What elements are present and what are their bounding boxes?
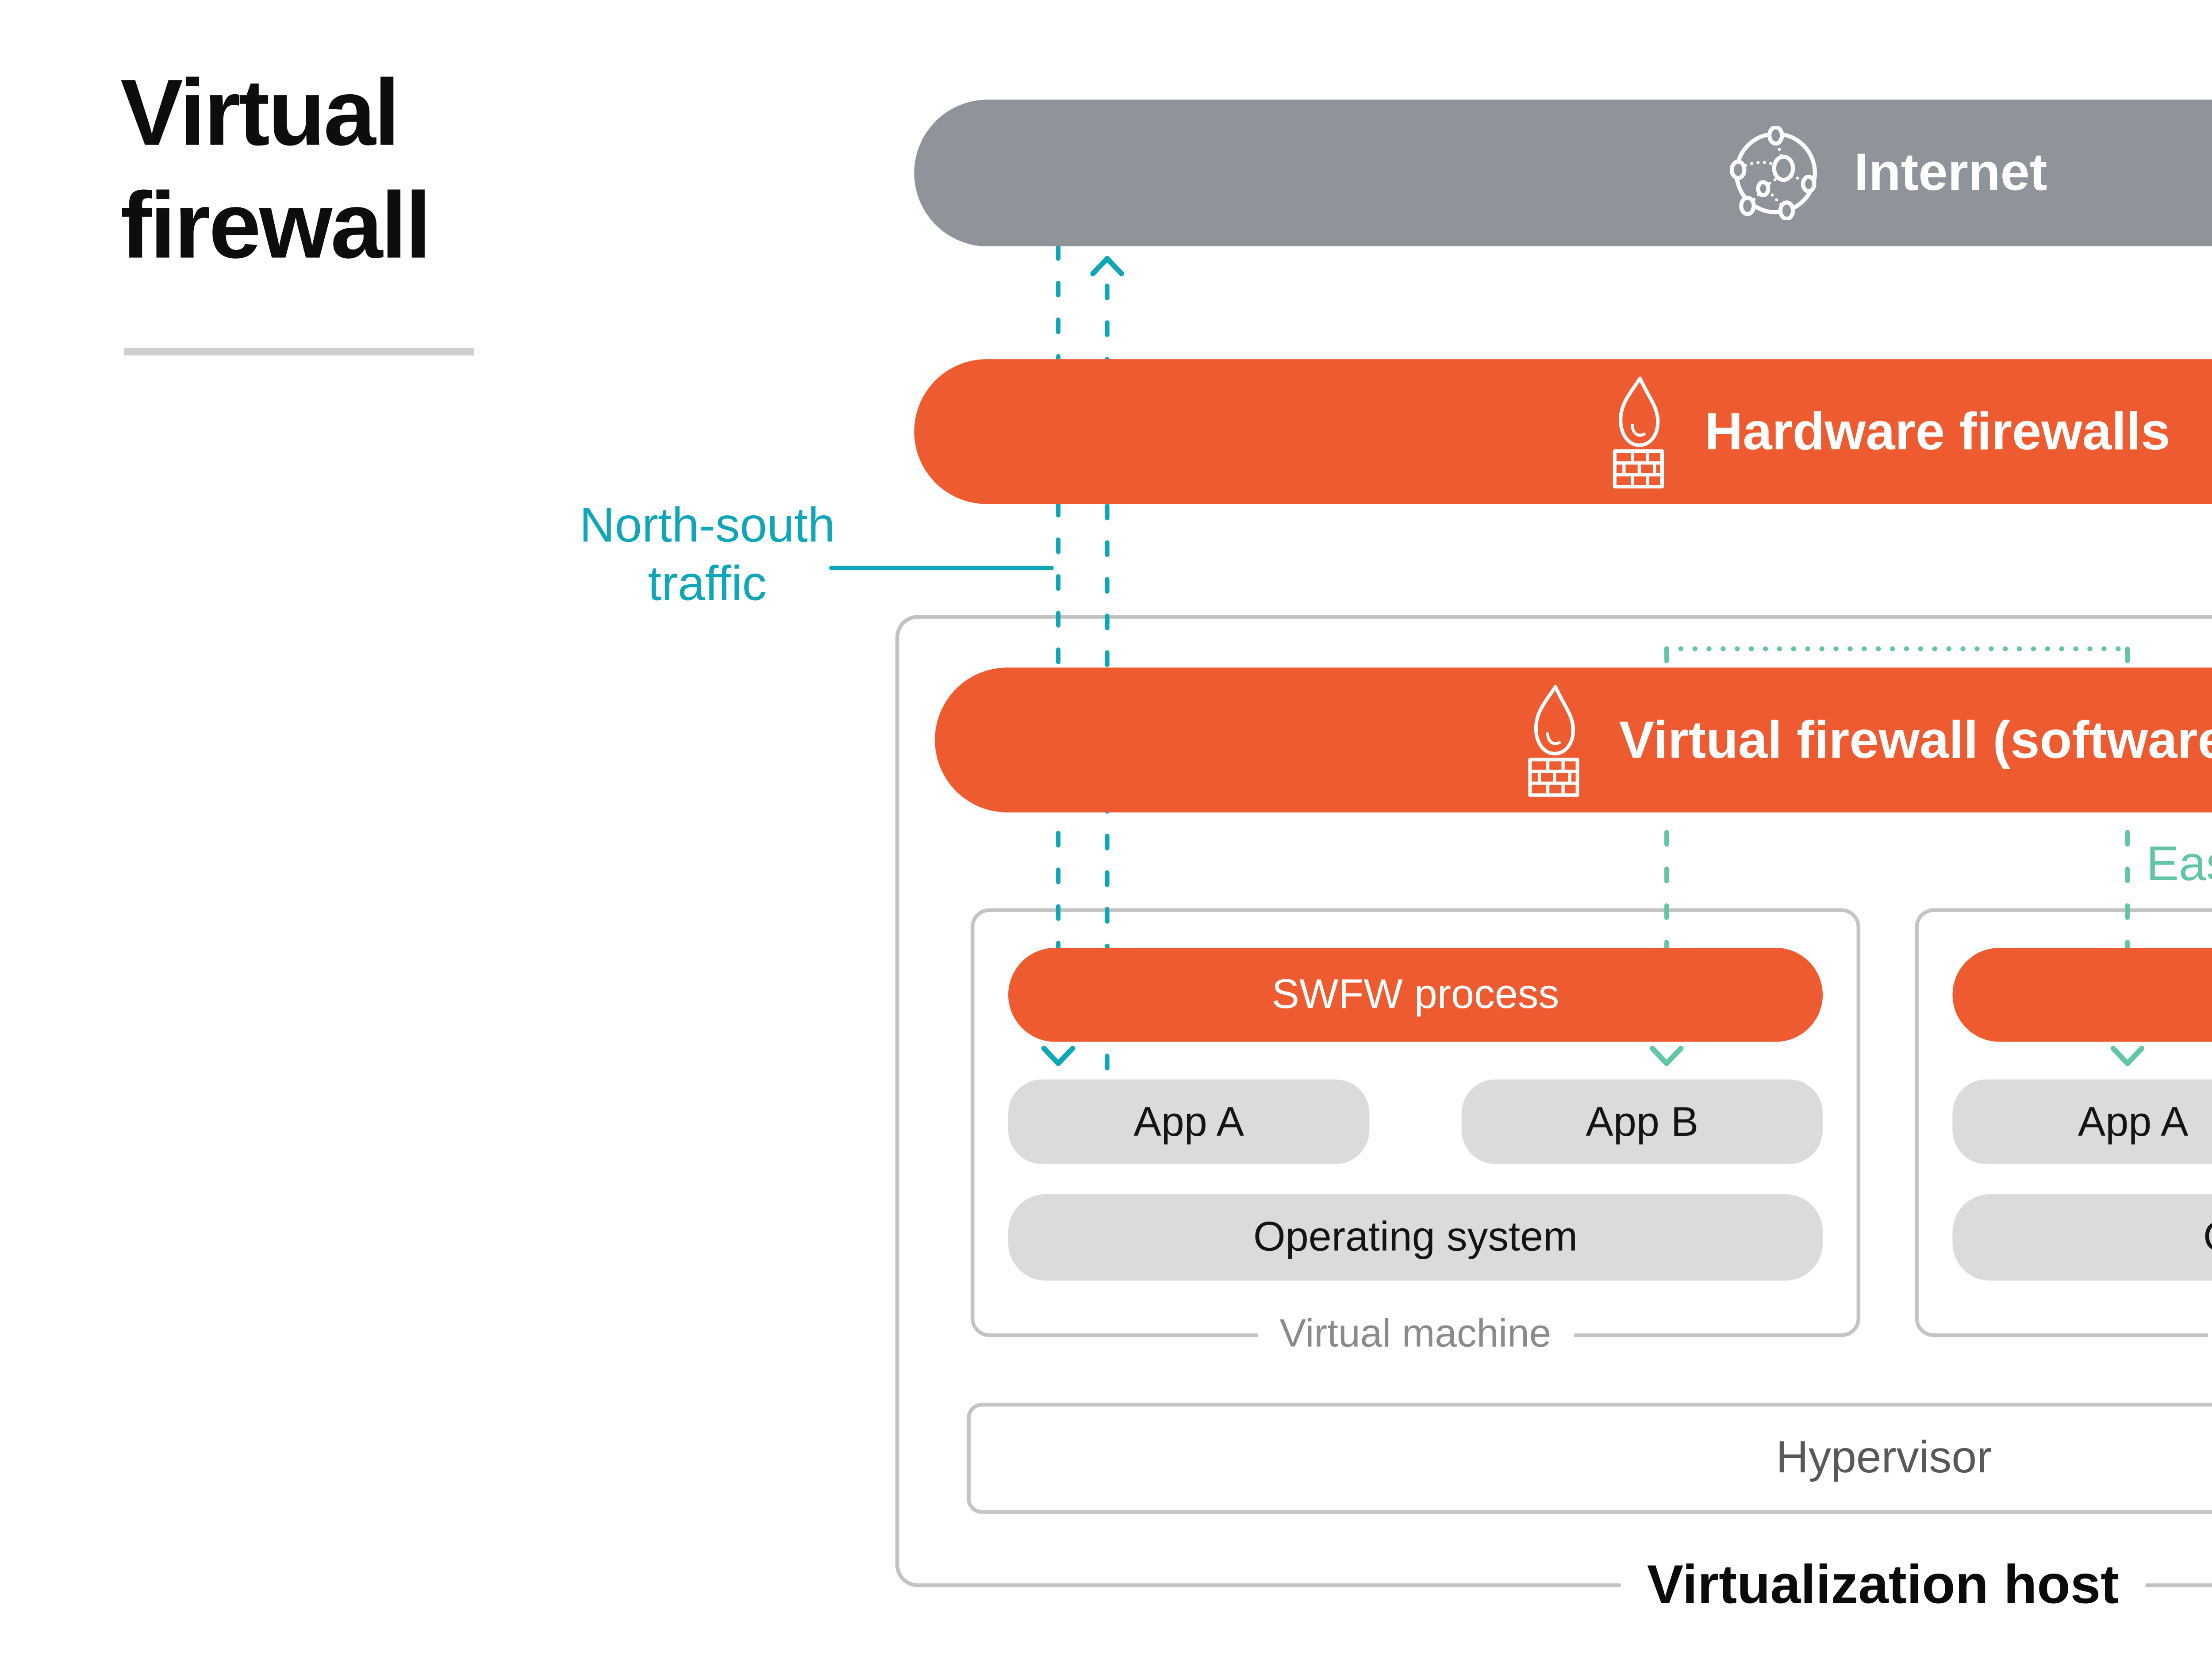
virtual-firewall-software-bar: Virtual firewall (software) xyxy=(935,667,2212,812)
internet-label: Internet xyxy=(1854,143,2047,201)
title-divider xyxy=(124,348,474,356)
page-title-line2: firewall xyxy=(120,173,431,279)
operating-system-label: Operating system xyxy=(2203,1213,2212,1262)
app-b-label: App B xyxy=(1586,1097,1699,1145)
firewall-flame-icon xyxy=(1528,684,1579,796)
arrow-up-icon xyxy=(1090,256,1124,276)
virtualization-host-label: Virtualization host xyxy=(1621,1556,2145,1618)
virtual-machine-1: SWFW process App A App B Operating syste… xyxy=(970,908,1861,1358)
page-title-line1: Virtual xyxy=(120,60,400,166)
hypervisor-box: Hypervisor xyxy=(967,1402,2212,1514)
virtual-machine-2: SWFW process App A App B Operating syste… xyxy=(1915,908,2212,1358)
app-a-label: App A xyxy=(2078,1097,2189,1145)
globe-network-icon xyxy=(1729,126,1816,220)
east-west-traffic-label: East-west traffic xyxy=(2146,835,2212,892)
operating-system-pill: Operating system xyxy=(1952,1194,2212,1281)
swfw-process-bar: SWFW process xyxy=(1008,947,1823,1042)
internet-bar: Internet xyxy=(914,100,2212,246)
app-a-pill: App A xyxy=(1952,1079,2212,1164)
virtual-machine-label: Virtual machine xyxy=(1257,1312,1574,1358)
swfw-process-bar: SWFW process xyxy=(1952,947,2212,1042)
firewall-flame-icon xyxy=(1613,375,1665,488)
app-a-pill: App A xyxy=(1008,1079,1370,1164)
north-south-traffic-label: North-south traffic xyxy=(557,497,858,613)
app-b-pill: App B xyxy=(1461,1079,1823,1164)
page-title: Virtual firewall xyxy=(120,57,722,282)
hardware-firewalls-label: Hardware firewalls xyxy=(1705,401,2170,460)
virtual-machine-label: Virtual machine xyxy=(2207,1312,2212,1358)
north-south-line1: North-south xyxy=(579,496,835,553)
virtualization-host-box xyxy=(895,615,2212,1587)
swfw-process-label: SWFW process xyxy=(1271,970,1559,1018)
operating-system-pill: Operating system xyxy=(1008,1194,1823,1281)
north-south-line2: traffic xyxy=(648,555,767,611)
virtual-firewall-software-label: Virtual firewall (software) xyxy=(1619,710,2212,768)
operating-system-label: Operating system xyxy=(1253,1213,1578,1260)
hardware-firewalls-bar: Hardware firewalls xyxy=(914,359,2212,504)
app-a-label: App A xyxy=(1133,1097,1244,1145)
hypervisor-label: Hypervisor xyxy=(1776,1432,1992,1483)
